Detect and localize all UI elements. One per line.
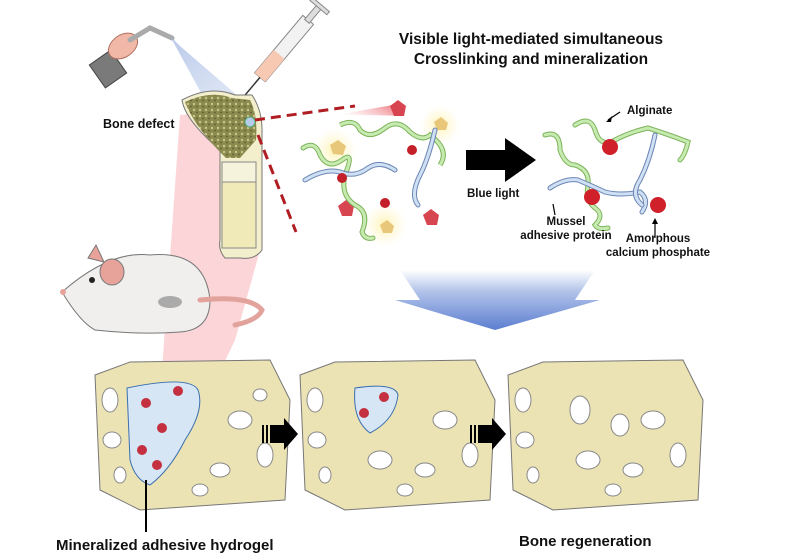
- stage-arrow-1: [262, 418, 298, 450]
- mouse-illustration: [60, 243, 265, 334]
- pre-crosslink-network: [300, 100, 460, 247]
- syringe-icon: [240, 0, 331, 101]
- label-acp-line1: Amorphous: [625, 233, 691, 245]
- stage-arrow-2: [470, 418, 506, 450]
- label-blue-light: Blue light: [467, 188, 520, 200]
- bone-block-stage-1: [94, 359, 291, 532]
- right-arrow-icon: [466, 138, 536, 182]
- label-alginate: Alginate: [627, 105, 673, 117]
- label-bone-defect: Bone defect: [103, 117, 175, 131]
- down-arrow-icon: [395, 270, 600, 330]
- defect-site: [244, 116, 256, 128]
- label-hydrogel: Mineralized adhesive hydrogel: [56, 537, 274, 554]
- label-bone-regeneration: Bone regeneration: [519, 533, 652, 550]
- curing-light-icon: [88, 25, 175, 89]
- post-crosslink-network: [542, 111, 691, 238]
- label-acp-line2: calcium phosphate: [605, 247, 711, 259]
- bone-block-stage-2: [299, 359, 496, 511]
- bone-block-stage-3: [507, 359, 704, 511]
- diagram-title-line2: Crosslinking and mineralization: [413, 51, 649, 68]
- zoom-dashed-lines: [254, 104, 356, 233]
- label-mussel-line2: adhesive protein: [520, 230, 612, 242]
- femur-bone: [181, 90, 263, 259]
- label-mussel-line1: Mussel: [546, 216, 586, 228]
- diagram-title-line1: Visible light-mediated simultaneous: [398, 31, 664, 48]
